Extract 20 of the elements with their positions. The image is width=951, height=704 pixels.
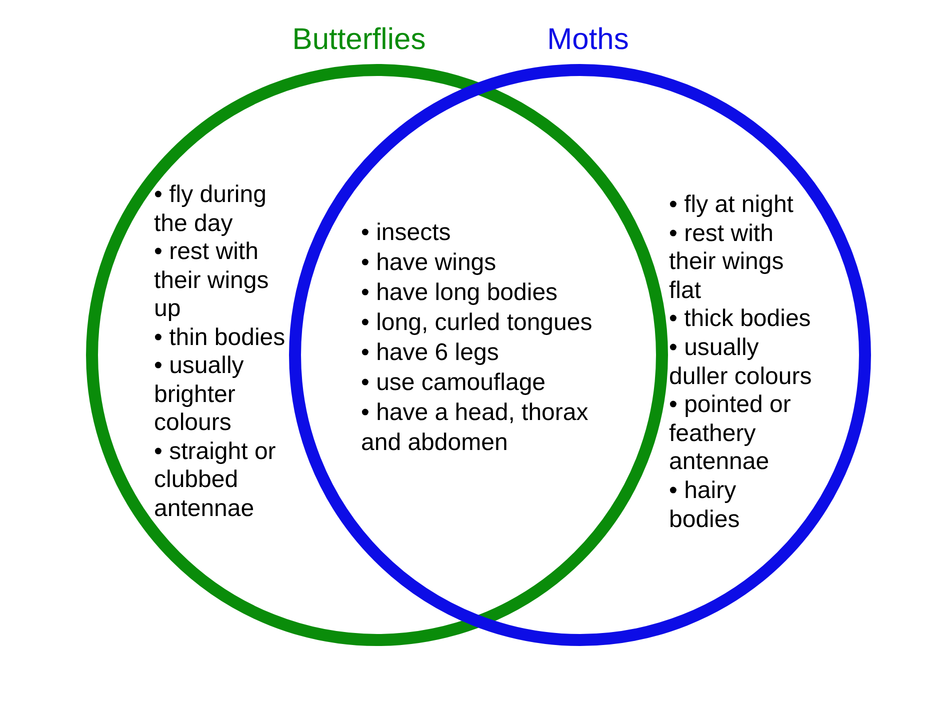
- circle-title: Butterflies: [292, 23, 426, 57]
- bullet-point: • fly during the day: [154, 181, 268, 238]
- bullet-point: • use camouflage: [361, 368, 547, 398]
- bullet-point: • have wings: [361, 248, 498, 278]
- bullet-point: • have a head, thorax and abdomen: [361, 398, 590, 458]
- bullet-point: • rest with their wings up: [154, 238, 270, 324]
- bullet-point: • usually duller colours: [669, 334, 812, 392]
- bullet-point: • have long bodies: [361, 278, 559, 308]
- bullet-point: • long, curled tongues: [361, 308, 594, 338]
- bullet-point: • straight or clubbed antennae: [154, 438, 277, 523]
- bullet-point: • pointed or feathery antennae: [669, 391, 792, 477]
- bullet-point: • have 6 legs: [361, 338, 500, 368]
- circle-title: Moths: [547, 23, 629, 57]
- bullet-point: • usually brighter colours: [154, 352, 245, 438]
- bullet-point: • rest with their wings flat: [669, 220, 785, 306]
- bullet-point: • thin bodies: [154, 324, 286, 352]
- bullet-point: • hairy bodies: [669, 476, 741, 534]
- bullet-point: • fly at night: [669, 191, 794, 220]
- bullet-point: • thick bodies: [669, 305, 812, 334]
- bullet-point: • insects: [361, 218, 452, 248]
